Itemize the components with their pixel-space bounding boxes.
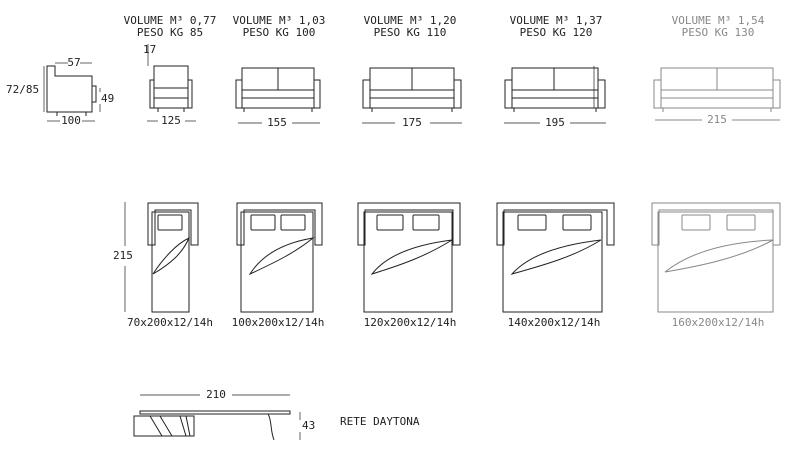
model-3-width: 175 xyxy=(402,116,422,129)
bed-length-dim: 215 xyxy=(113,249,133,262)
armchair-depth-dim: 57 xyxy=(67,56,81,69)
sofa-front-view-215 xyxy=(653,67,781,121)
model-1-width: 125 xyxy=(161,114,181,127)
armchair-width-dim: 100 xyxy=(61,114,81,127)
bed-view-160 xyxy=(651,202,781,313)
armchair-height-dim: 72/85 xyxy=(6,83,40,96)
bed-view-70 xyxy=(147,202,199,313)
model-3-volume: VOLUME M³ 1,20 xyxy=(363,14,457,27)
rete-label: RETE DAYTONA xyxy=(340,415,420,428)
model-1-volume: VOLUME M³ 0,77 xyxy=(123,14,217,27)
model-4-volume: VOLUME M³ 1,37 xyxy=(509,14,603,27)
model-4-peso: PESO KG 120 xyxy=(519,26,593,39)
bed-view-100 xyxy=(236,202,323,313)
armchair-seat-dim: 49 xyxy=(101,92,115,105)
mattress-size-4: 140x200x12/14h xyxy=(507,316,601,329)
model-4-width: 195 xyxy=(545,116,565,129)
model-5-volume: VOLUME M³ 1,54 xyxy=(671,14,765,27)
rete-daytona-drawing xyxy=(133,394,301,441)
sofa-front-view-125 xyxy=(147,44,196,122)
bed-view-140 xyxy=(496,202,615,313)
mattress-size-5: 160x200x12/14h xyxy=(671,316,765,329)
bed-view-120 xyxy=(357,202,461,313)
model-5-peso: PESO KG 130 xyxy=(681,26,755,39)
sofa-front-view-195 xyxy=(504,66,606,124)
chair-arm-dim: 17 xyxy=(143,43,157,56)
mattress-size-2: 100x200x12/14h xyxy=(231,316,325,329)
model-2-width: 155 xyxy=(267,116,287,129)
rete-height-dim: 43 xyxy=(302,419,316,432)
rete-width-dim: 210 xyxy=(206,388,226,401)
sofa-front-view-155 xyxy=(235,67,321,124)
armchair-side-view xyxy=(43,62,101,122)
sofa-front-view-175 xyxy=(362,67,462,124)
model-3-peso: PESO KG 110 xyxy=(373,26,447,39)
model-2-peso: PESO KG 100 xyxy=(242,26,316,39)
mattress-size-1: 70x200x12/14h xyxy=(126,316,214,329)
model-5-width: 215 xyxy=(707,113,727,126)
model-1-peso: PESO KG 85 xyxy=(136,26,204,39)
model-2-volume: VOLUME M³ 1,03 xyxy=(232,14,326,27)
mattress-size-3: 120x200x12/14h xyxy=(363,316,457,329)
